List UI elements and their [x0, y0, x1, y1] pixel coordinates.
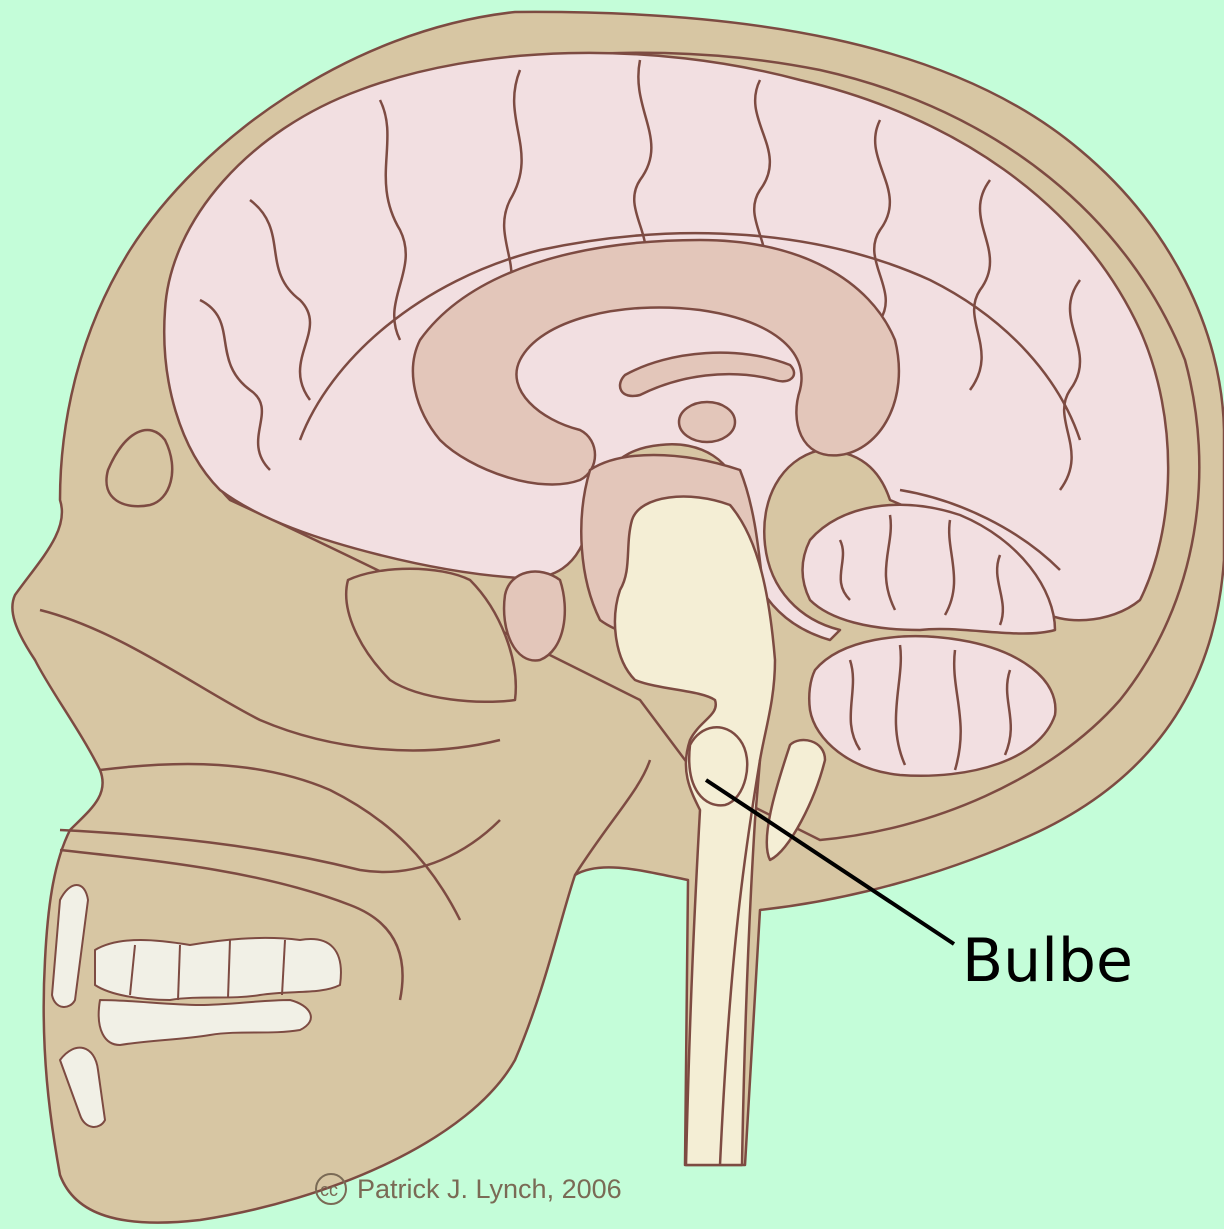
credit-text: Patrick J. Lynch, 2006	[357, 1174, 622, 1204]
medulla-oblongata	[689, 727, 747, 805]
pituitary	[504, 572, 565, 661]
cc-symbol-text: cc	[320, 1180, 338, 1200]
thalamus-adhesion	[679, 402, 735, 442]
structure-label: Bulbe	[962, 926, 1133, 996]
